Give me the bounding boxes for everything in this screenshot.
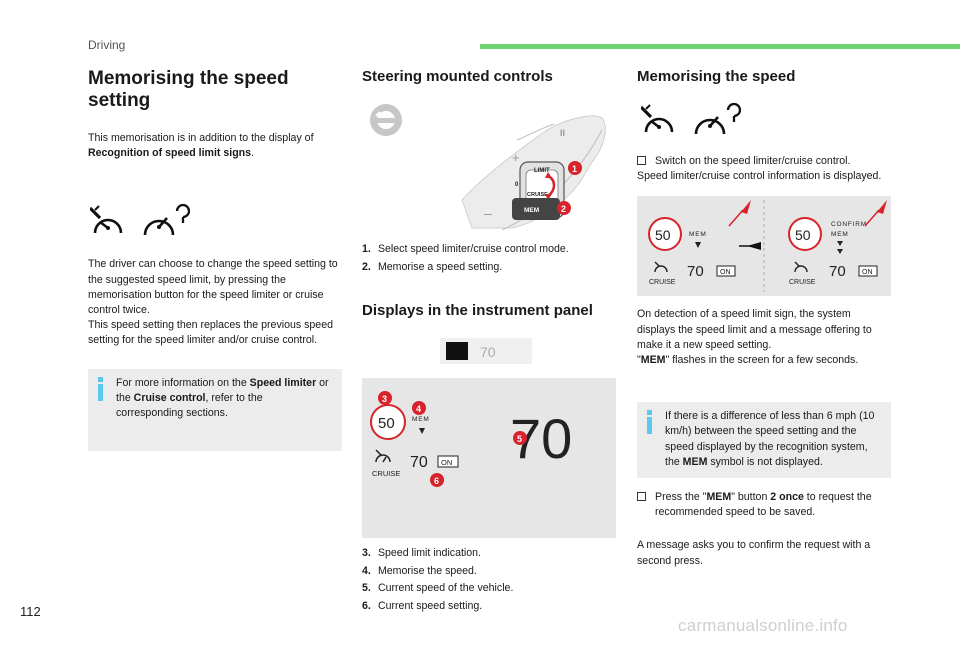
callout-2: 2 (557, 201, 571, 215)
paragraph-mem-flashes: "MEM" flashes in the screen for a few se… (637, 354, 859, 367)
steering-controls-list: 1. Select speed limiter/cruise control m… (362, 241, 616, 276)
list-item: 6. Current speed setting. (362, 599, 483, 612)
mem-indicator: MEM (412, 416, 430, 423)
step-press-mem: Press the "MEM" button 2 once to request… (637, 490, 891, 520)
info-icon (647, 410, 652, 435)
paragraph-detection: On detection of a speed limit sign, the … (637, 308, 872, 351)
mem-down-arrow (419, 428, 425, 434)
cruise-control-icon (143, 204, 190, 236)
callout-6: 6 (430, 473, 444, 487)
svg-text:ON: ON (720, 269, 731, 276)
callout-5: 5 (513, 431, 527, 445)
watermark: carmanualsonline.info (678, 616, 848, 635)
column-memorising-setting: Memorising the speed setting This memori… (88, 66, 342, 451)
instrument-panel-diagram: 70 50 MEM CRUISE 70 ON 70 3 4 5 6 (362, 338, 616, 538)
page-number: 112 (20, 604, 41, 619)
checkbox-bullet-icon (637, 492, 646, 502)
instrument-panel-background (362, 378, 616, 538)
minus-symbol: – (484, 205, 492, 221)
speed-limiter-icon (90, 205, 123, 234)
section-title: Driving (88, 38, 126, 52)
speedometer-icons (90, 201, 342, 241)
heading-steering-controls: Steering mounted controls (362, 68, 553, 85)
zero-label: 0 (515, 182, 519, 188)
paragraph-info-displayed: Speed limiter/cruise control information… (637, 170, 882, 183)
paragraph-driver-choice: The driver can choose to change the spee… (88, 258, 338, 317)
svg-text:70: 70 (829, 263, 846, 280)
steering-controls-diagram: + II – LIMIT CRUISE 0 MEM 1 2 (370, 104, 606, 231)
mem-label: MEM (524, 207, 539, 214)
speed-bar-display: 70 (440, 338, 532, 364)
speed-limiter-icon (641, 104, 674, 133)
svg-text:2: 2 (561, 204, 566, 214)
svg-text:1: 1 (572, 164, 577, 174)
svg-text:5: 5 (517, 434, 522, 444)
heading-memorising-speed: Memorising the speed (637, 68, 796, 85)
heading-memorising-setting: Memorising the speed setting (88, 68, 289, 111)
display-after: 50 CONFIRM MEM CRUISE 70 ON (788, 217, 878, 286)
list-item: 5. Current speed of the vehicle. (362, 582, 514, 594)
list-item: 4. Memorise the speed. (362, 564, 477, 577)
cruise-label: CRUISE (372, 469, 400, 478)
arrow-right-icon (747, 242, 761, 251)
info-box-difference: If there is a difference of less than 6 … (637, 402, 891, 479)
pause-symbol: II (560, 128, 565, 138)
svg-text:MEM: MEM (831, 231, 849, 238)
checkbox-bullet-icon (637, 156, 646, 165)
current-speed-setting: 70 (410, 454, 428, 471)
cruise-label: CRUISE (527, 192, 548, 198)
paragraph-intro: This memorisation is in addition to the … (88, 132, 314, 160)
svg-text:50: 50 (655, 227, 671, 243)
cruise-icon-small (375, 449, 391, 463)
info-text: For more information on the Speed limite… (116, 376, 329, 420)
svg-text:50: 50 (795, 227, 811, 243)
heading-instrument-displays: Displays in the instrument panel (362, 302, 593, 319)
svg-text:50: 50 (378, 415, 395, 432)
limit-label: LIMIT (534, 168, 550, 174)
svg-text:CRUISE: CRUISE (649, 279, 676, 286)
on-indicator: ON (437, 455, 459, 468)
svg-text:CONFIRM: CONFIRM (831, 221, 867, 228)
svg-text:70: 70 (687, 263, 704, 280)
plus-symbol: + (512, 150, 520, 165)
instrument-displays-list: 3. Speed limit indication. 4. Memorise t… (362, 545, 616, 615)
callout-4: 4 (412, 401, 426, 415)
step-switch-on: Switch on the speed limiter/cruise contr… (637, 154, 891, 169)
speedometer-icons (641, 100, 891, 140)
svg-text:CRUISE: CRUISE (789, 279, 816, 286)
svg-text:ON: ON (862, 269, 873, 276)
svg-text:ON: ON (441, 458, 452, 467)
callout-3: 3 (378, 391, 392, 405)
paragraph-replaces: This speed setting then replaces the pre… (88, 319, 333, 347)
section-accent-bar (480, 44, 960, 49)
callout-1: 1 (568, 161, 582, 175)
svg-text:MEM: MEM (689, 231, 707, 238)
mem-display-sequence: 50 MEM CRUISE 70 ON 50 CONFIRM MEM CRUIS… (637, 196, 891, 297)
mem-button[interactable]: MEM (512, 198, 560, 220)
column-memorising-speed: Memorising the speed Switch on the speed… (637, 66, 891, 569)
cruise-control-icon (694, 102, 741, 135)
svg-text:3: 3 (382, 394, 387, 404)
speed-bar-value: 70 (480, 344, 496, 360)
svg-text:6: 6 (434, 476, 439, 486)
info-box-references: For more information on the Speed limite… (88, 368, 342, 451)
list-item: 2. Memorise a speed setting. (362, 260, 503, 273)
steering-wheel-icon (370, 104, 402, 136)
list-item: 1. Select speed limiter/cruise control m… (362, 243, 569, 255)
flash-mark-right (864, 200, 887, 227)
flash-mark-left (728, 200, 751, 227)
paragraph-confirm-request: A message asks you to confirm the reques… (637, 539, 871, 567)
info-icon (98, 376, 103, 401)
column-steering-controls: Steering mounted controls + II – LIMIT C… (362, 66, 616, 615)
display-before: 50 MEM CRUISE 70 ON (648, 217, 736, 286)
info-text: If there is a difference of less than 6 … (665, 410, 875, 468)
speed-limit-sign: 50 (370, 404, 406, 440)
list-item: 3. Speed limit indication. (362, 547, 482, 559)
svg-text:4: 4 (416, 404, 421, 414)
